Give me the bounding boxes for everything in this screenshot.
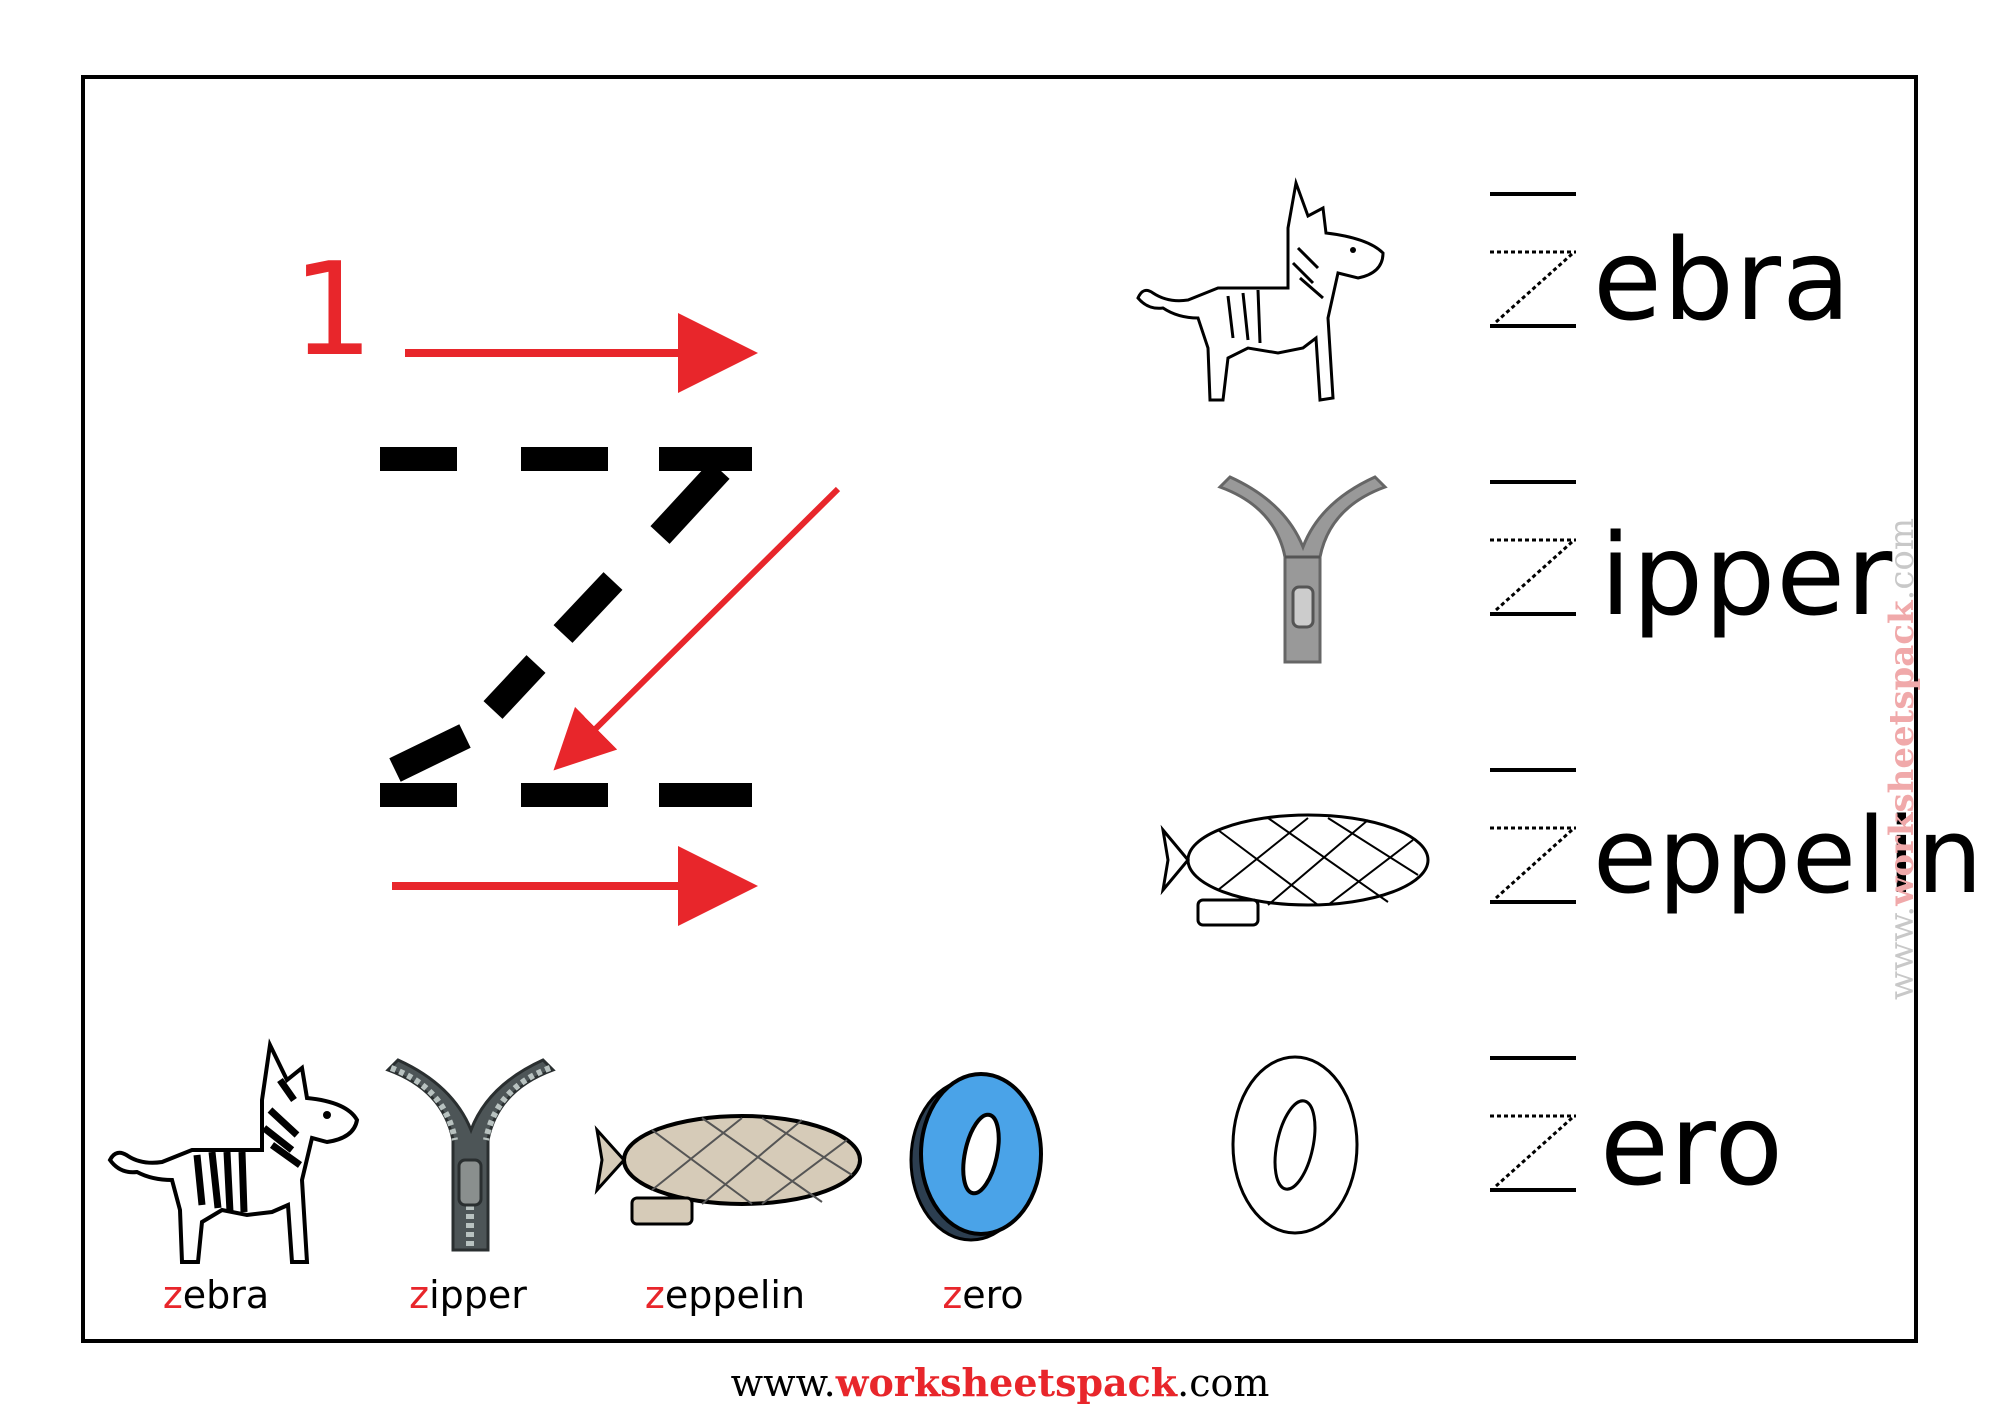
caption-zeppelin: zeppelin (595, 1273, 855, 1317)
zeppelin-outline-icon (1158, 810, 1433, 935)
zeppelin-color-icon (592, 1110, 867, 1235)
caption-zebra: zebra (86, 1273, 346, 1317)
practice-word: ebra (1593, 216, 1852, 346)
caption-zipper: zipper (338, 1273, 598, 1317)
z-diagonal-dash (389, 724, 471, 782)
caption-first-letter: z (162, 1273, 183, 1317)
z-top-dash (521, 447, 608, 471)
stroke-step-number: 1 (292, 236, 374, 385)
footer-suffix: .com (1177, 1361, 1270, 1405)
caption-rest: ipper (429, 1273, 527, 1317)
caption-first-letter: z (409, 1273, 430, 1317)
practice-row-zebra: ebra (1490, 190, 1910, 340)
zero-outline-icon (1228, 1053, 1363, 1238)
watermark-suffix: .com (1882, 517, 1922, 601)
footer-brand: worksheetspack (835, 1360, 1178, 1405)
tracing-z-guide (1490, 192, 1576, 328)
z-diagonal-dash (650, 461, 730, 544)
footer-prefix: www. (730, 1361, 836, 1405)
footer-url[interactable]: www.worksheetspack.com (0, 1360, 2000, 1405)
zipper-color-icon (383, 1058, 558, 1255)
z-bottom-dash (521, 783, 608, 807)
z-diagonal-dash (553, 572, 623, 643)
practice-word: ipper (1600, 511, 1894, 641)
worksheet-frame (81, 75, 1918, 1343)
z-top-dash (380, 447, 457, 471)
watermark-prefix: www. (1882, 905, 1922, 1000)
practice-row-zero: ero (1490, 1054, 1910, 1204)
zebra-outline-icon (1128, 177, 1388, 408)
tracing-z-guide (1490, 480, 1576, 616)
caption-first-letter: z (644, 1273, 665, 1317)
zebra-color-icon (102, 1038, 362, 1270)
practice-row-zeppelin: eppelin (1490, 766, 1983, 966)
practice-row-zipper: ipper (1490, 478, 1910, 678)
watermark-brand: worksheetspack (1882, 600, 1922, 906)
caption-rest: ero (962, 1273, 1024, 1317)
caption-zero: zero (853, 1273, 1113, 1317)
side-watermark: www.worksheetspack.com (1882, 518, 1922, 1000)
z-diagonal-dash (483, 655, 546, 719)
tracing-z-guide (1490, 768, 1576, 904)
stroke-arrow-diagonal (553, 486, 841, 771)
caption-rest: eppelin (664, 1273, 806, 1317)
z-bottom-dash (380, 783, 457, 807)
practice-word: ero (1600, 1081, 1785, 1211)
tracing-z-guide (1490, 1056, 1576, 1192)
zero-color-icon (905, 1068, 1050, 1243)
z-bottom-dash (659, 783, 752, 807)
caption-first-letter: z (942, 1273, 963, 1317)
zipper-outline-icon (1215, 475, 1390, 667)
caption-rest: ebra (182, 1273, 270, 1317)
practice-word: eppelin (1593, 795, 1984, 917)
